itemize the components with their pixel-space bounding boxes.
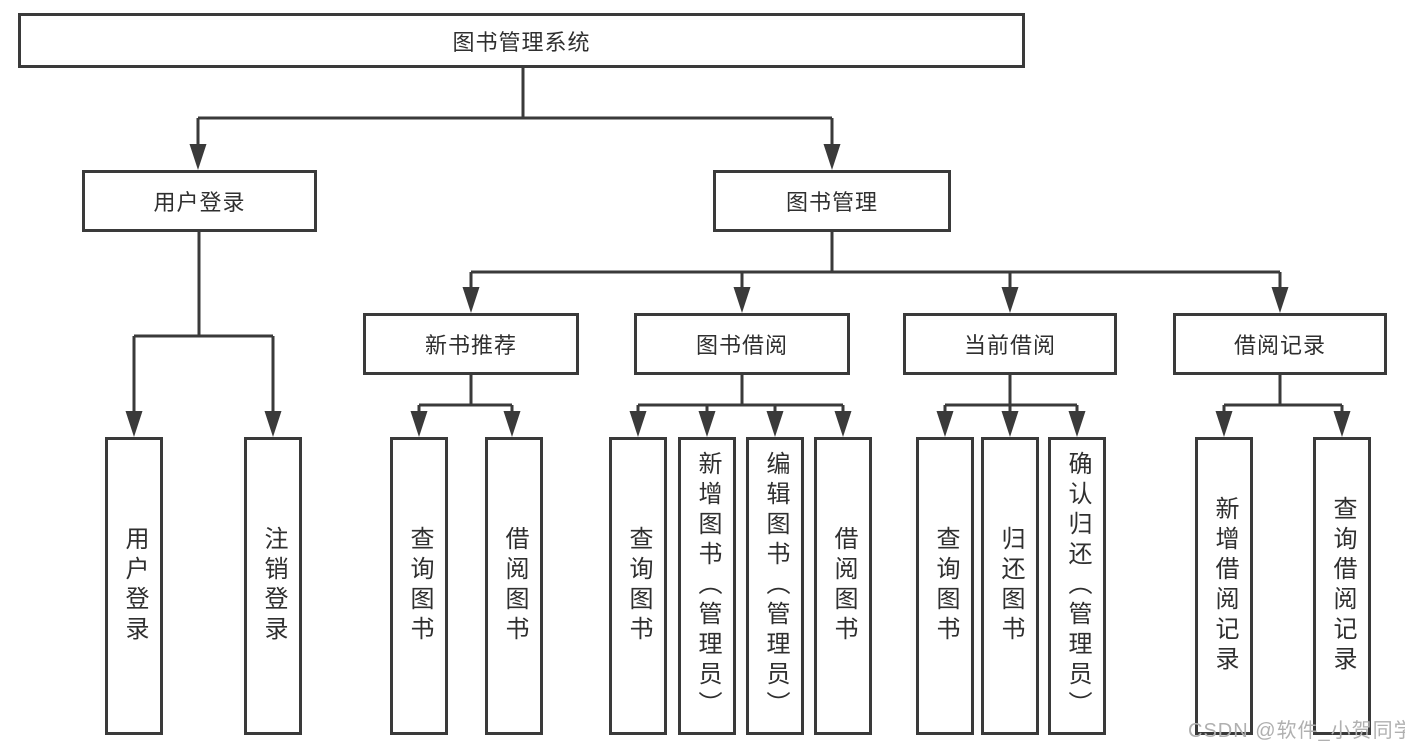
leaf-add-books-admin-label: 新增图书（管理员） [694,451,721,721]
connector-current-to-leaves [943,375,1079,413]
leaf-add-borrow-record-label: 新增借阅记录 [1211,496,1238,676]
leaf-add-borrow-record: 新增借阅记录 [1195,437,1253,735]
connector-records-to-leaves [1222,375,1344,413]
leaf-borrowing-borrow-books: 借阅图书 [814,437,872,735]
leaf-edit-books-admin: 编辑图书（管理员） [746,437,804,735]
node-user-login: 用户登录 [82,170,317,232]
node-borrowing-records: 借阅记录 [1173,313,1387,375]
leaf-borrowing-query-books-label: 查询图书 [625,526,652,646]
node-book-management-label: 图书管理 [785,190,878,215]
node-new-book-recommend: 新书推荐 [363,313,579,375]
leaf-recommend-borrow-books: 借阅图书 [485,437,543,735]
watermark: CSDN @软件_小贺同学 [1188,720,1405,742]
node-user-login-label: 用户登录 [153,190,246,215]
node-current-borrowing: 当前借阅 [903,313,1117,375]
leaf-return-books: 归还图书 [981,437,1039,735]
leaf-recommend-query-books-label: 查询图书 [406,526,433,646]
leaf-current-query-books-label: 查询图书 [932,526,959,646]
leaf-add-books-admin: 新增图书（管理员） [678,437,736,735]
node-book-management: 图书管理 [713,170,951,232]
leaf-recommend-query-books: 查询图书 [390,437,448,735]
connector-root-to-level2 [196,68,834,146]
leaf-query-borrow-record: 查询借阅记录 [1313,437,1371,735]
node-book-borrowing-label: 图书借阅 [695,333,788,358]
leaf-confirm-return-admin-label: 确认归还（管理员） [1064,451,1091,721]
node-current-borrowing-label: 当前借阅 [963,333,1056,358]
leaf-return-books-label: 归还图书 [997,526,1024,646]
node-root-label: 图书管理系统 [452,29,591,55]
connector-userlogin-to-leaves [132,232,275,413]
node-new-book-recommend-label: 新书推荐 [424,333,517,358]
connector-borrow-to-leaves [636,375,845,413]
node-borrowing-records-label: 借阅记录 [1233,333,1326,358]
leaf-confirm-return-admin: 确认归还（管理员） [1048,437,1106,735]
leaf-user-login: 用户登录 [105,437,163,735]
node-book-borrowing: 图书借阅 [634,313,850,375]
leaf-logout: 注销登录 [244,437,302,735]
leaf-user-login-label: 用户登录 [121,526,148,646]
connector-newbook-to-leaves [417,375,514,413]
leaf-recommend-borrow-books-label: 借阅图书 [501,526,528,646]
leaf-current-query-books: 查询图书 [916,437,974,735]
connector-bookmgmt-to-level3 [469,232,1282,289]
leaf-borrowing-query-books: 查询图书 [609,437,667,735]
leaf-logout-label: 注销登录 [260,526,287,646]
node-root: 图书管理系统 [18,13,1025,68]
leaf-query-borrow-record-label: 查询借阅记录 [1329,496,1356,676]
leaf-borrowing-borrow-books-label: 借阅图书 [830,526,857,646]
leaf-edit-books-admin-label: 编辑图书（管理员） [762,451,789,721]
